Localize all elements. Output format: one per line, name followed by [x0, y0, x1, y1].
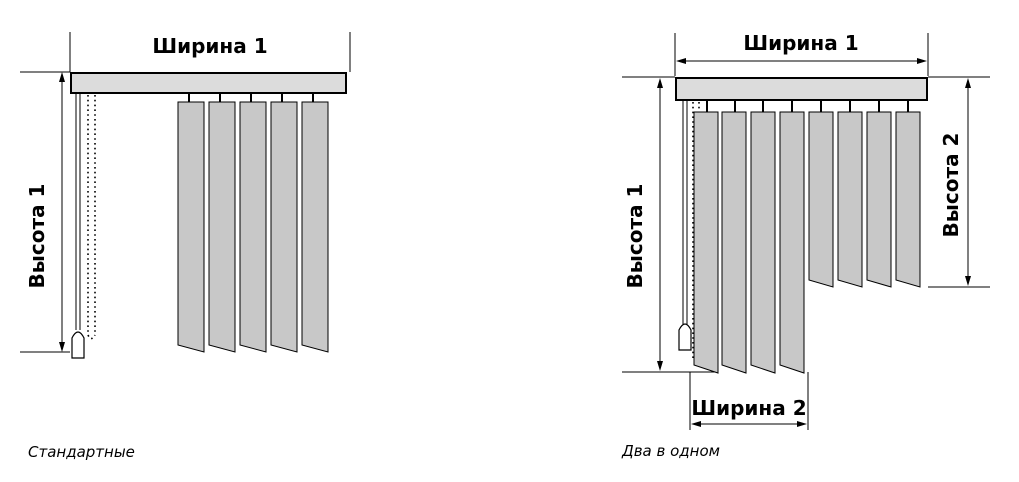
long-slats-right — [693, 100, 805, 374]
height-label-left: Высота 1 — [25, 184, 49, 289]
slat — [239, 93, 267, 353]
width1-dimension-right: Ширина 1 — [674, 31, 929, 76]
height2-label-right: Высота 2 — [939, 133, 963, 238]
caption-standard: Стандартные — [28, 443, 135, 461]
width-label-left: Ширина 1 — [152, 34, 267, 58]
width-dimension-left: Ширина 1 — [69, 32, 351, 72]
top-rail-right — [675, 77, 928, 101]
slat — [177, 93, 205, 353]
slat — [779, 100, 805, 374]
slat — [301, 93, 329, 353]
width2-dimension-right: Ширина 2 — [689, 372, 809, 430]
slat — [866, 100, 892, 288]
standard-blinds-diagram: Ширина 1 Высота 1 — [20, 32, 351, 359]
chain-left — [87, 95, 96, 340]
slat — [693, 100, 719, 374]
width1-label-right: Ширина 1 — [743, 31, 858, 55]
control-wand-right — [678, 100, 692, 351]
slat — [208, 93, 236, 353]
slat — [895, 100, 921, 288]
top-rail-left — [70, 72, 347, 94]
caption-two-in-one: Два в одном — [622, 442, 720, 460]
slat — [750, 100, 776, 374]
two-in-one-blinds-diagram: Ширина 1 Высота 1 Высота 2 Ши — [622, 31, 990, 430]
slat — [837, 100, 863, 288]
height-dimension-left: Высота 1 — [20, 71, 70, 353]
control-wand-left — [71, 93, 85, 359]
slats-left — [177, 93, 329, 353]
short-slats-right — [808, 100, 921, 288]
slat — [721, 100, 747, 374]
slat — [270, 93, 298, 353]
height1-dimension-right: Высота 1 — [622, 76, 716, 373]
height1-label-right: Высота 1 — [623, 184, 647, 289]
height2-dimension-right: Высота 2 — [928, 76, 990, 288]
slat — [808, 100, 834, 288]
width2-label-right: Ширина 2 — [691, 396, 806, 420]
